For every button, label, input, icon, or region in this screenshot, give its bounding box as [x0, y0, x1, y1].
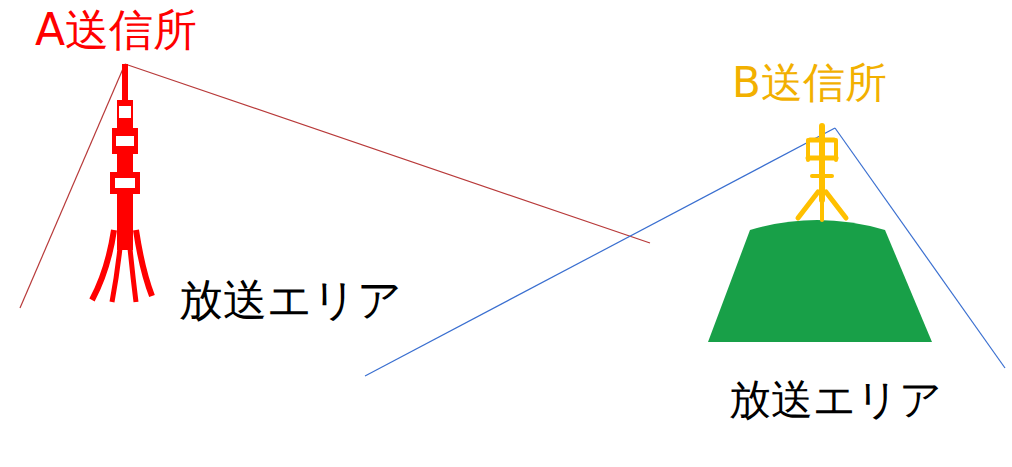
broadcast-area-a: 放送エリア [13, 228, 757, 432]
area-outline [364, 322, 1009, 449]
area-label: 放送エリア [179, 274, 402, 327]
area-ellipse [13, 228, 757, 432]
area-label: 放送エリア [729, 375, 942, 425]
station-name-b: B送信所 [732, 58, 887, 108]
coverage-line-a [20, 64, 125, 308]
broadcast-area-b: 放送エリア [362, 320, 1010, 450]
area-outline [15, 230, 756, 431]
coverage-lines [20, 64, 1005, 376]
station-name-a: A送信所 [35, 4, 197, 57]
coverage-line-a [125, 64, 650, 243]
tower-b [798, 126, 846, 220]
tower-a [92, 64, 152, 302]
mountain [708, 220, 932, 342]
